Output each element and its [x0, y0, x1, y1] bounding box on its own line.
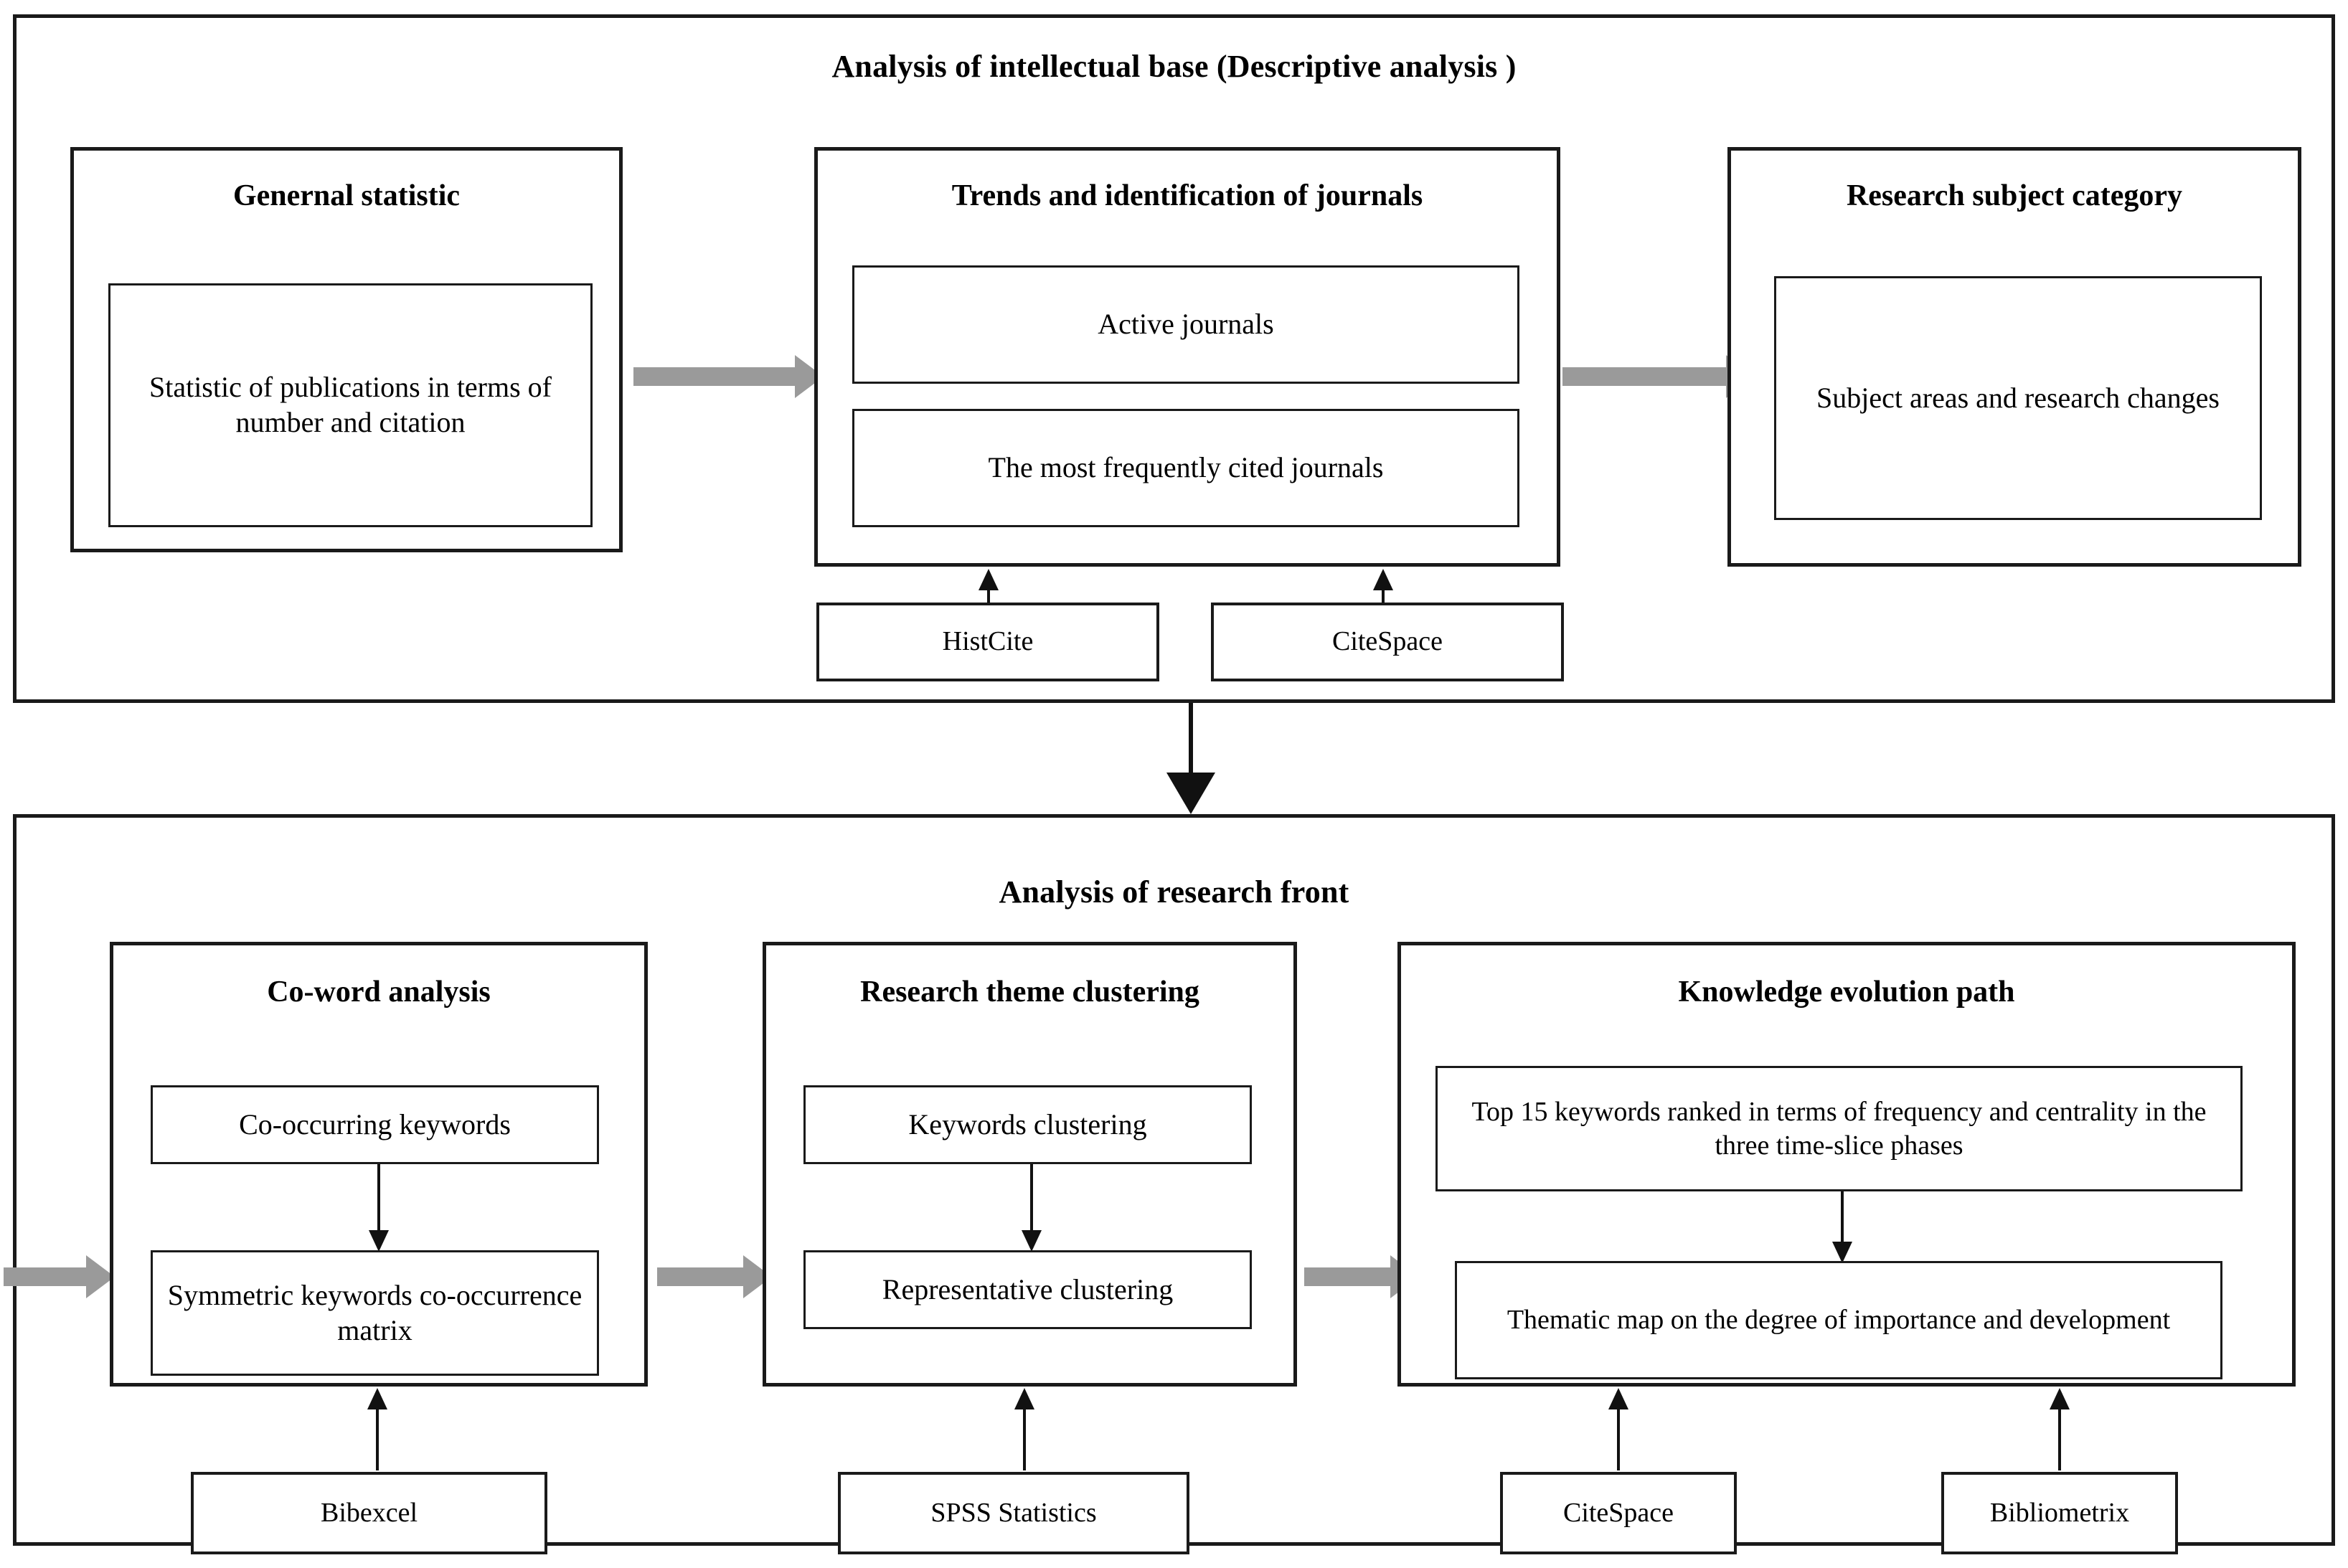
arrow-head [1832, 1242, 1852, 1263]
group-title-research-subject-category: Research subject category [1846, 179, 2183, 212]
leaf-label: Representative clustering [882, 1272, 1174, 1305]
leaf-most-frequently-cited-journals: The most frequently cited journals [852, 409, 1519, 527]
leaf-keywords-clustering: Keywords clustering [803, 1085, 1252, 1164]
tool-bibliometrix[interactable]: Bibliometrix [1941, 1472, 2178, 1554]
tool-citespace-bottom[interactable]: CiteSpace [1500, 1472, 1737, 1554]
section-title-research-front: Analysis of research front [999, 874, 1349, 910]
tool-spss-statistics[interactable]: SPSS Statistics [838, 1472, 1189, 1554]
flow-arrow-stat-to-trends [633, 355, 824, 398]
leaf-label: Co-occurring keywords [239, 1107, 511, 1140]
link-arrow-histcite [974, 569, 1003, 606]
arrow-stem [2058, 1404, 2061, 1470]
link-arrow-bibliometrix [2045, 1388, 2074, 1470]
arrow-stem [1841, 1191, 1844, 1245]
link-arrow-citespace-top [1369, 569, 1397, 606]
leaf-label: Thematic map on the degree of importance… [1507, 1305, 2171, 1336]
group-genernal-statistic: Genernal statistic Statistic of publicat… [70, 147, 623, 552]
leaf-label: Symmetric keywords co-occurrence matrix [167, 1278, 583, 1346]
leaf-label: Statistic of publications in terms of nu… [148, 371, 552, 438]
group-research-subject-category: Research subject category Subject areas … [1727, 147, 2301, 567]
tool-bibexcel[interactable]: Bibexcel [191, 1472, 547, 1554]
arrow-shaft [657, 1267, 745, 1286]
arrow-stem [1023, 1404, 1026, 1470]
group-title-research-theme-clustering: Research theme clustering [860, 976, 1199, 1009]
leaf-statistic-of-publications: Statistic of publications in terms of nu… [108, 283, 593, 527]
section-title-intellectual-base: Analysis of intellectual base (Descripti… [831, 49, 1517, 84]
flow-arrow-trends-to-subject [1562, 355, 1755, 398]
arrow-head [1022, 1230, 1042, 1252]
tool-histcite[interactable]: HistCite [816, 603, 1159, 681]
arrow-shaft [633, 367, 797, 386]
leaf-symmetric-keywords-matrix: Symmetric keywords co-occurrence matrix [151, 1250, 599, 1376]
leaf-label: Active journals [1098, 308, 1274, 341]
group-title-trends-identification-journals: Trends and identification of journals [951, 179, 1423, 212]
arrow-head [369, 1230, 389, 1252]
arrow-stem [1617, 1404, 1620, 1470]
group-title-co-word-analysis: Co-word analysis [267, 976, 491, 1009]
leaf-active-journals: Active journals [852, 265, 1519, 384]
link-arrow-co-occurring-to-matrix [368, 1164, 390, 1252]
link-arrow-keywords-to-representative [1021, 1164, 1042, 1252]
arrow-shaft [1562, 367, 1727, 386]
leaf-label: The most frequently cited journals [988, 451, 1384, 484]
leaf-co-occurring-keywords: Co-occurring keywords [151, 1085, 599, 1164]
arrow-stem [1189, 703, 1193, 775]
arrow-stem [1030, 1164, 1033, 1233]
flow-arrow-into-co-word-analysis [4, 1255, 115, 1298]
link-arrow-citespace-bottom [1604, 1388, 1633, 1470]
leaf-label: Top 15 keywords ranked in terms of frequ… [1471, 1097, 2207, 1161]
leaf-representative-clustering: Representative clustering [803, 1250, 1252, 1329]
group-knowledge-evolution-path: Knowledge evolution path Top 15 keywords… [1397, 942, 2296, 1387]
link-arrow-top-to-bottom-section [1166, 703, 1216, 814]
arrow-stem [376, 1404, 379, 1470]
tool-label: Bibexcel [320, 1497, 418, 1528]
arrow-head [1166, 773, 1215, 814]
leaf-thematic-map: Thematic map on the degree of importance… [1455, 1261, 2222, 1379]
group-co-word-analysis: Co-word analysis Co-occurring keywords S… [110, 942, 648, 1387]
tool-citespace-top[interactable]: CiteSpace [1211, 603, 1564, 681]
tool-label: Bibliometrix [1989, 1497, 2130, 1528]
flow-arrow-coword-to-theme [657, 1255, 772, 1298]
tool-label: HistCite [942, 626, 1034, 657]
group-trends-identification-journals: Trends and identification of journals Ac… [814, 147, 1560, 567]
group-title-genernal-statistic: Genernal statistic [232, 179, 461, 212]
leaf-top-15-keywords: Top 15 keywords ranked in terms of frequ… [1435, 1066, 2243, 1191]
arrow-shaft [1304, 1267, 1392, 1286]
tool-label: SPSS Statistics [930, 1497, 1097, 1528]
group-research-theme-clustering: Research theme clustering Keywords clust… [763, 942, 1297, 1387]
link-arrow-spss-statistics [1010, 1388, 1039, 1470]
tool-label: CiteSpace [1331, 626, 1443, 657]
arrow-stem [987, 585, 990, 606]
group-title-knowledge-evolution-path: Knowledge evolution path [1678, 976, 2015, 1009]
leaf-subject-areas-research-changes: Subject areas and research changes [1774, 276, 2262, 520]
tool-label: CiteSpace [1562, 1497, 1674, 1528]
arrow-stem [377, 1164, 380, 1233]
link-arrow-top15-to-thematic-map [1831, 1191, 1853, 1263]
leaf-label: Keywords clustering [908, 1107, 1147, 1140]
section-intellectual-base: Analysis of intellectual base (Descripti… [13, 14, 2335, 703]
link-arrow-bibexcel [363, 1388, 392, 1470]
arrow-stem [1382, 585, 1385, 606]
section-research-front: Analysis of research front Co-word analy… [4, 814, 2335, 1554]
leaf-label: Subject areas and research changes [1816, 381, 2220, 414]
arrow-shaft [4, 1267, 88, 1286]
